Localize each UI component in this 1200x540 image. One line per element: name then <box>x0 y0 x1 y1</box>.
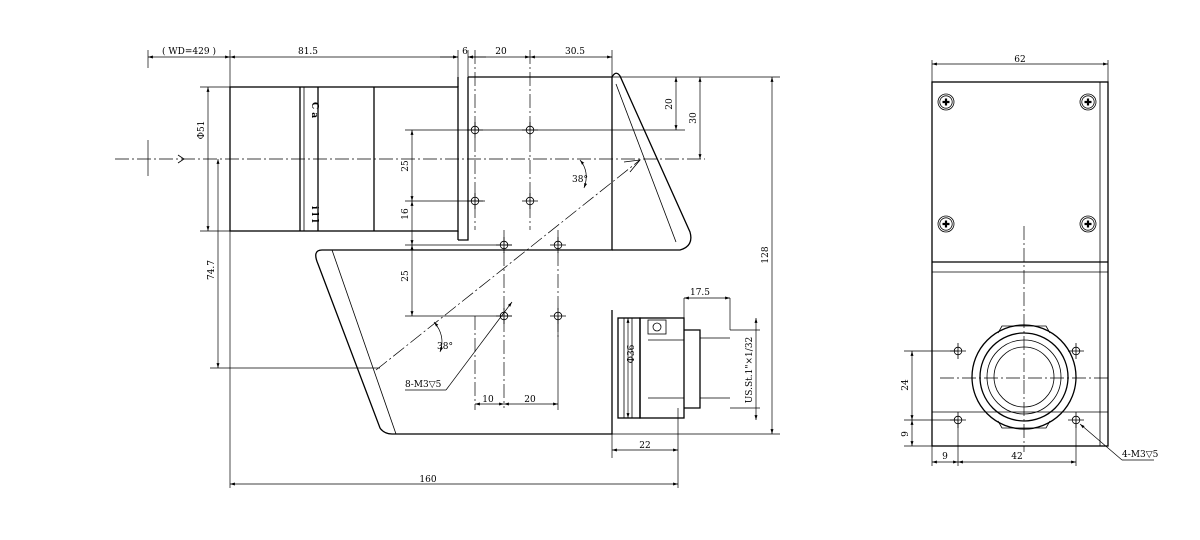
dim-9-horizontal: 9 <box>942 452 948 462</box>
screw-icon <box>1078 92 1098 112</box>
mirror-cover-inner <box>615 83 677 243</box>
housing-slant-inner <box>331 249 397 435</box>
lens-mark-bottom: i l l <box>309 206 319 223</box>
dim-62: 62 <box>1014 55 1025 65</box>
screw-icon <box>936 214 956 234</box>
housing-outline <box>315 76 613 435</box>
dim-128: 128 <box>761 246 771 263</box>
housing-step <box>458 77 469 241</box>
screw-icon <box>936 92 956 112</box>
angle-38-lower: 38° <box>437 342 453 352</box>
dim-25-lower: 25 <box>401 270 411 282</box>
dim-16: 16 <box>401 208 411 220</box>
screw-icon <box>1078 214 1098 234</box>
dim-phi36: Φ36 <box>627 344 637 363</box>
lens-body <box>229 86 459 232</box>
hole <box>1067 342 1085 360</box>
dim-30-5: 30.5 <box>565 47 585 57</box>
dim-phi51: Φ51 <box>197 121 207 140</box>
mirror-line <box>375 159 641 371</box>
dim-17-5: 17.5 <box>690 288 710 298</box>
front-hole-note: 8-M3▽5 <box>405 380 442 390</box>
dim-81-5: 81.5 <box>298 47 318 57</box>
front-view: C a i l l <box>115 46 780 488</box>
mounting-holes <box>466 121 567 325</box>
angle-38-upper: 38° <box>572 175 588 185</box>
mirror-cover-outline <box>611 72 692 251</box>
lens-mark-top: C a <box>309 102 319 118</box>
dim-10: 10 <box>482 395 494 405</box>
dim-42: 42 <box>1011 452 1022 462</box>
dim-20-right: 20 <box>665 98 675 110</box>
dim-160: 160 <box>419 475 436 485</box>
dim-9-vertical: 9 <box>901 431 911 437</box>
dim-20-top: 20 <box>495 47 507 57</box>
dim-thread: US.St.1"×1/32 <box>745 337 755 404</box>
dim-22: 22 <box>639 441 650 451</box>
dim-20-bottom: 20 <box>524 395 536 405</box>
side-view: 62 24 9 9 42 4-M3▽5 <box>901 55 1159 466</box>
dim-25-upper: 25 <box>401 160 411 172</box>
dim-24: 24 <box>901 379 911 391</box>
side-hole-note: 4-M3▽5 <box>1122 450 1159 460</box>
wd-focus-mark <box>177 154 185 164</box>
camera-mount <box>617 317 730 419</box>
wd-dimension: ( WD=429 ) <box>162 46 216 57</box>
side-housing-outline <box>931 81 1109 447</box>
dim-30-right: 30 <box>689 112 699 124</box>
side-lens-mount <box>971 324 1077 430</box>
dim-6: 6 <box>462 47 468 57</box>
dim-74-7: 74.7 <box>207 260 217 280</box>
